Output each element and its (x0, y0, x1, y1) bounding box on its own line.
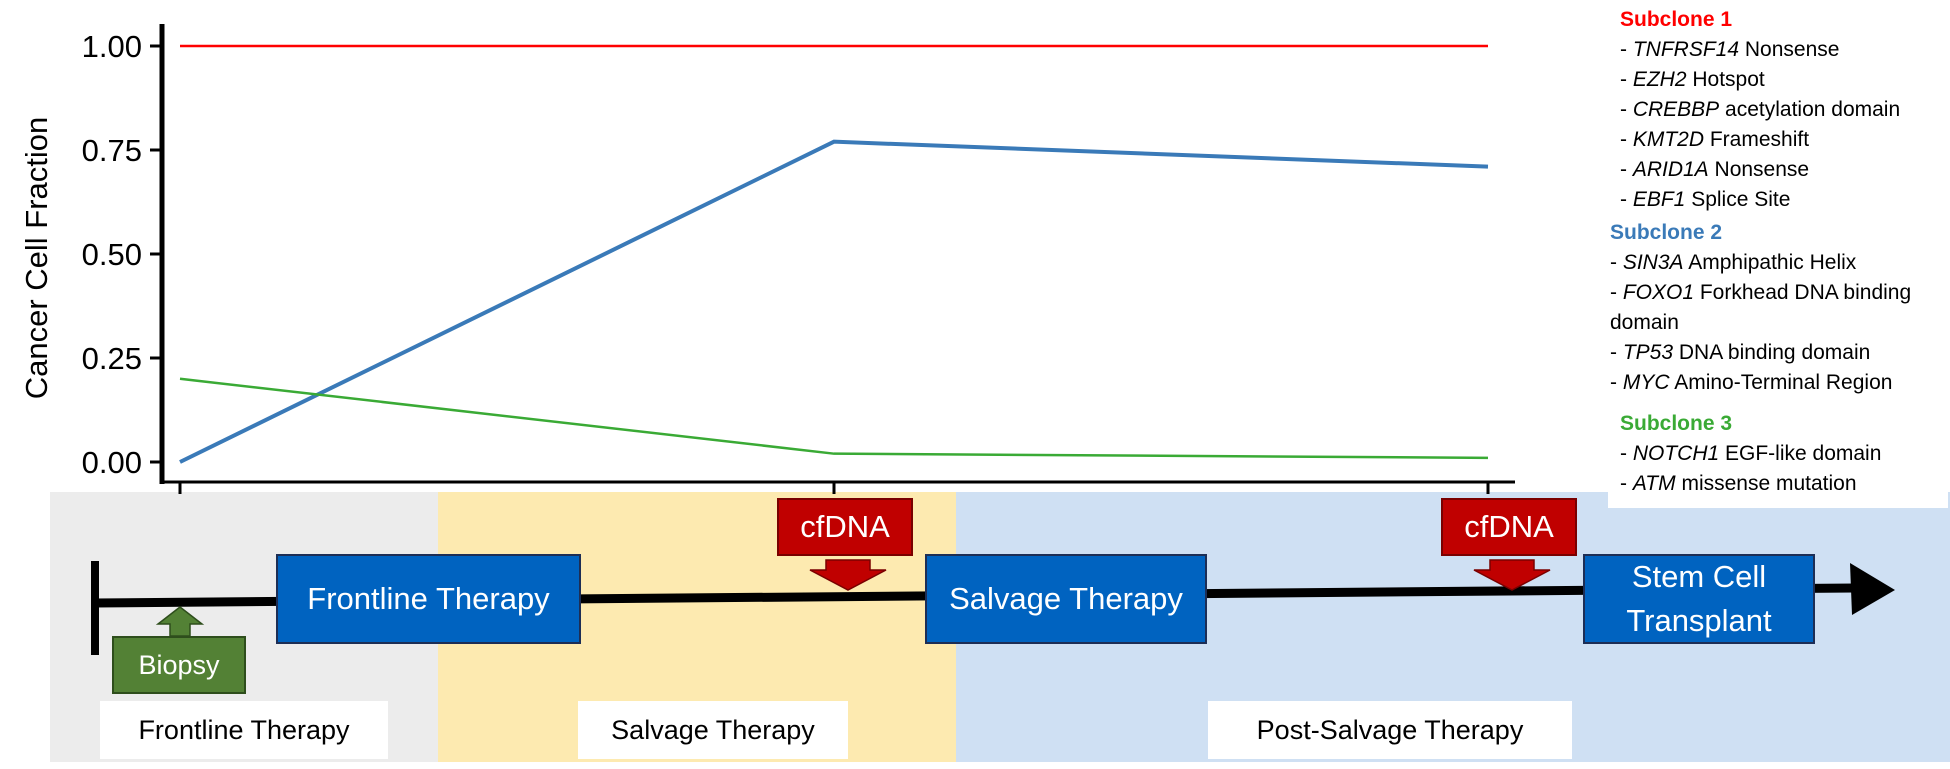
y-tick-label: 0.25 (82, 341, 142, 376)
series-line-3 (179, 377, 1489, 460)
y-axis-label: Cancer Cell Fraction (19, 117, 54, 400)
gene-name: MYC (1622, 371, 1670, 394)
legend-item-ezh2: - EZH2 Hotspot (1620, 68, 1765, 91)
stem-cell-transplant-label: Stem Cell Transplant (1626, 559, 1772, 638)
cfdna-label-1: cfDNA (777, 498, 913, 556)
legend-item-notch1: - NOTCH1 EGF-like domain (1620, 442, 1882, 465)
cfdna-arrow-2 (1473, 559, 1551, 591)
gene-name: ARID1A (1632, 158, 1709, 181)
mutation-desc: Hotspot (1692, 68, 1765, 91)
mutation-desc: DNA binding domain (1678, 341, 1871, 364)
legend-item-myc: - MYC Amino-Terminal Region (1610, 371, 1893, 394)
gene-name: NOTCH1 (1632, 442, 1720, 465)
gene-name: KMT2D (1632, 128, 1705, 151)
subclone-2-title: Subclone 2 (1610, 221, 1723, 244)
x-axis (162, 480, 1515, 494)
legend-item-foxo1: - FOXO1 Forkhead DNA binding domain (1610, 281, 1912, 334)
y-tick-label: 0.75 (82, 133, 142, 168)
gene-name: FOXO1 (1622, 281, 1695, 304)
gene-name: SIN3A (1622, 251, 1684, 274)
gene-name: ATM (1632, 472, 1676, 495)
cfdna-arrow-1 (809, 559, 887, 591)
stem-cell-transplant-box: Stem Cell Transplant (1583, 554, 1815, 644)
mutation-desc: missense mutation (1681, 472, 1857, 495)
frontline-therapy-box: Frontline Therapy (276, 554, 581, 644)
mutation-desc: acetylation domain (1725, 98, 1901, 121)
legend-item-tnfrsf14: - TNFRSF14 Nonsense (1620, 38, 1840, 61)
legend-item-kmt2d: - KMT2D Frameshift (1620, 128, 1810, 151)
legend-item-arid1a: - ARID1A Nonsense (1620, 158, 1810, 181)
gene-name: CREBBP (1632, 98, 1720, 121)
gene-name: EZH2 (1632, 68, 1687, 91)
phase-label-salvage: Salvage Therapy (578, 701, 848, 759)
series-layer (179, 44, 1489, 464)
y-axis: 0.00 0.25 0.50 0.75 1.00 (82, 24, 165, 484)
gene-name: TP53 (1622, 341, 1674, 364)
mutation-legend: Subclone 1 - TNFRSF14 Nonsense - EZH2 Ho… (1608, 8, 1948, 508)
y-tick-label: 1.00 (82, 29, 142, 64)
mutation-desc: EGF-like domain (1725, 442, 1882, 465)
biopsy-arrow (155, 606, 205, 637)
phase-label-post-salvage: Post-Salvage Therapy (1208, 701, 1572, 759)
mutation-desc: Forkhead DNA binding domain (1610, 281, 1912, 334)
y-tick-label: 0.50 (82, 237, 142, 272)
biopsy-box: Biopsy (112, 636, 246, 694)
mutation-desc: Frameshift (1709, 128, 1810, 151)
legend-item-crebbp: - CREBBP acetylation domain (1620, 98, 1901, 121)
legend-item-ebf1: - EBF1 Splice Site (1620, 188, 1791, 211)
legend-item-sin3a: - SIN3A Amphipathic Helix (1610, 251, 1857, 274)
subclone-3-title: Subclone 3 (1620, 412, 1733, 435)
subclone-1-title: Subclone 1 (1620, 8, 1733, 31)
gene-name: EBF1 (1632, 188, 1686, 211)
gene-name: TNFRSF14 (1632, 38, 1740, 61)
mutation-desc: Nonsense (1714, 158, 1810, 181)
series-line-2 (179, 139, 1489, 464)
salvage-therapy-box: Salvage Therapy (925, 554, 1207, 644)
legend-item-tp53: - TP53 DNA binding domain (1610, 341, 1871, 364)
cfdna-label-2: cfDNA (1441, 498, 1577, 556)
legend-item-atm: - ATM missense mutation (1620, 472, 1857, 495)
mutation-desc: Amphipathic Helix (1688, 251, 1857, 274)
mutation-desc: Splice Site (1691, 188, 1791, 211)
timeline-arrowhead (1850, 563, 1895, 615)
mutation-desc: Nonsense (1744, 38, 1840, 61)
mutation-desc: Amino-Terminal Region (1674, 371, 1893, 394)
y-tick-label: 0.00 (82, 445, 142, 480)
phase-label-frontline: Frontline Therapy (100, 701, 388, 759)
